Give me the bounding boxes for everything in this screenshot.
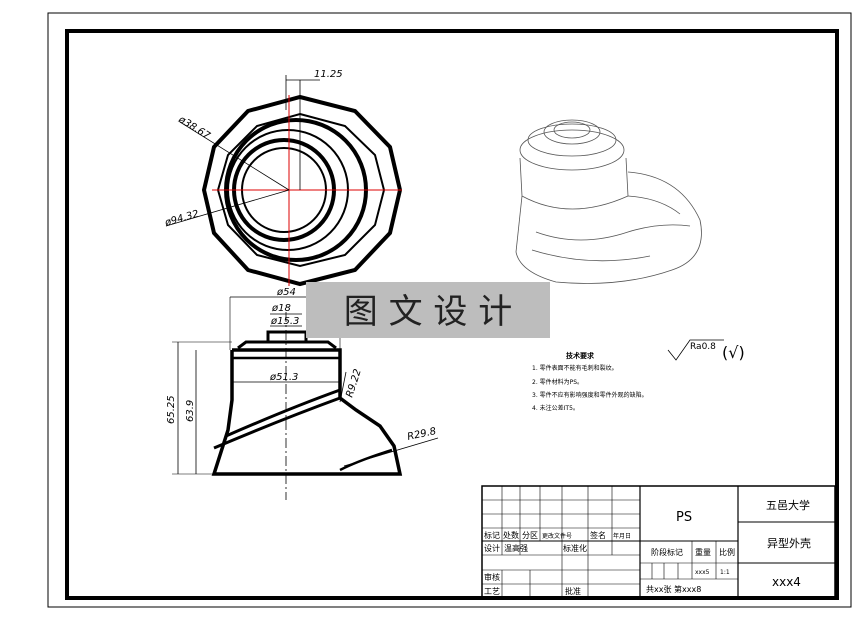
requirement-item: 1. 零件表面不能有毛刺和裂纹。	[532, 364, 618, 372]
tb-mark: 标记	[484, 530, 500, 540]
tb-design: 设计	[484, 543, 500, 553]
isometric-view	[515, 119, 702, 284]
dim-inner-ring: ø38.67	[176, 114, 213, 143]
tb-process: 工艺	[484, 587, 500, 596]
tb-scale-label: 比例	[719, 547, 735, 557]
tb-sheet-info: 共xx张 第xxx8	[646, 584, 701, 594]
watermark-text: 图 文 设 计	[344, 292, 512, 332]
watermark-box	[306, 282, 550, 338]
tb-drawing-no: xxx4	[772, 575, 801, 589]
dim-top-offset: 11.25	[314, 69, 343, 80]
surface-finish-paren: (√)	[722, 343, 745, 362]
requirement-item: 2. 零件材料为PS。	[532, 378, 583, 386]
tb-sign: 签名	[590, 530, 606, 540]
tb-material: PS	[676, 510, 692, 525]
outer-ring	[201, 94, 403, 287]
surface-finish-symbol	[667, 339, 724, 361]
tb-change-doc: 更改文件号	[542, 532, 572, 540]
tb-part-name: 异型外壳	[767, 536, 811, 550]
surface-finish-value: Ra0.8	[690, 342, 716, 352]
title-block	[481, 485, 836, 599]
tb-date: 年月日	[613, 532, 631, 540]
tb-designer: 温高强	[504, 543, 528, 553]
front-view	[172, 296, 439, 500]
tb-weight: xxx5	[695, 569, 710, 576]
tb-zone: 分区	[522, 531, 538, 540]
dim-51: ø51.3	[269, 372, 298, 383]
dim-639: 63.9	[185, 400, 196, 422]
dim-18: ø18	[271, 303, 291, 314]
top-view	[165, 75, 403, 287]
dim-15: ø15.3	[270, 316, 299, 327]
requirement-item: 3. 零件不应有影响强度和零件外观的缺陷。	[532, 391, 648, 399]
tb-count: 处数	[503, 530, 519, 540]
tb-school: 五邑大学	[766, 498, 810, 512]
dim-54: ø54	[276, 287, 296, 298]
dim-r922: R9.22	[344, 368, 363, 399]
requirement-item: 4. 未注公差IT5。	[532, 404, 579, 412]
tb-weight-label: 重量	[695, 547, 711, 557]
inner-frame	[65, 29, 839, 600]
tb-approve: 批准	[565, 586, 581, 596]
outer-ring-2	[216, 112, 386, 268]
tb-scale: 1:1	[720, 569, 730, 576]
outer-border	[47, 12, 852, 608]
dim-r298: R29.8	[406, 426, 437, 443]
tb-standardize: 标准化	[563, 543, 587, 553]
requirements-title: 技术要求	[566, 351, 595, 360]
tb-stage-mark: 阶段标记	[651, 547, 683, 557]
dim-outer-dia: ø94.32	[163, 209, 200, 229]
dim-6525: 65.25	[166, 395, 177, 424]
tb-review: 审核	[484, 572, 500, 582]
